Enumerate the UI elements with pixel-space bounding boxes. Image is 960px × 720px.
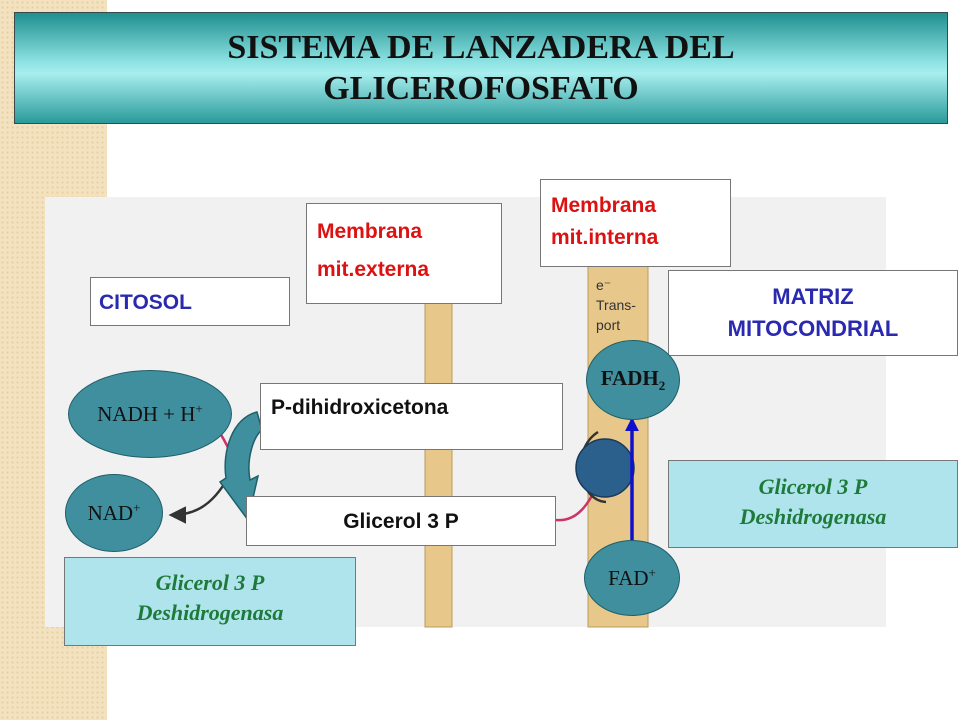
inner-membrane-label-line-2: mit.interna [551, 226, 659, 249]
glycerol-3-phosphate-label: Glicerol 3 P [343, 510, 459, 533]
outer-membrane-label-line-1: Membrana [317, 220, 423, 243]
matrix-label-line-2: MITOCONDRIAL [727, 316, 899, 341]
enzyme-box-left: Glicerol 3 P Deshidrogenasa [64, 557, 356, 646]
dihydroxyacetone-phosphate-box: P-dihidroxicetona [260, 383, 563, 450]
citosol-label: CITOSOL [90, 277, 290, 326]
nad-ellipse: NAD+ [65, 474, 163, 552]
enzyme-left-line-1: Glicerol 3 P [155, 570, 265, 595]
enzyme-left-line-2: Deshidrogenasa [136, 600, 284, 625]
matrix-label-line-1: MATRIZ [772, 284, 854, 309]
nadh-ellipse: NADH + H+ [68, 370, 232, 458]
citosol-text: CITOSOL [99, 291, 192, 314]
matrix-label: MATRIZ MITOCONDRIAL [668, 270, 958, 356]
nad-arrow [168, 469, 234, 524]
title-line-2: GLICEROFOSFATO [323, 70, 639, 107]
fadh2-ellipse: FADH2 [586, 340, 680, 420]
inner-membrane-label-line-1: Membrana [551, 194, 657, 217]
transport-label-2: Trans- [596, 297, 636, 313]
reduction-arrow [218, 411, 263, 522]
fad-ellipse: FAD+ [584, 540, 680, 616]
outer-membrane-label: Membrana mit.externa [306, 203, 502, 304]
page-title: SISTEMA DE LANZADERA DEL GLICEROFOSFATO [14, 12, 948, 124]
nadh-label: NADH + H+ [97, 401, 203, 426]
membrane-protein [575, 438, 635, 498]
inner-membrane-label: Membrana mit.interna [540, 179, 731, 267]
fadh2-label: FADH2 [600, 365, 666, 394]
outer-membrane-label-line-2: mit.externa [317, 258, 430, 281]
title-line-1: SISTEMA DE LANZADERA DEL [227, 29, 735, 66]
glycerol-3-phosphate-box: Glicerol 3 P [246, 496, 556, 546]
dihydroxyacetone-phosphate-label: P-dihidroxicetona [271, 396, 449, 419]
transport-label-3: port [596, 317, 620, 333]
transport-label-1: e⁻ [596, 277, 611, 293]
enzyme-box-right: Glicerol 3 P Deshidrogenasa [668, 460, 958, 548]
outer-membrane [424, 289, 453, 628]
enzyme-right-line-1: Glicerol 3 P [758, 474, 868, 499]
enzyme-right-line-2: Deshidrogenasa [739, 504, 887, 529]
nad-label: NAD+ [87, 500, 141, 525]
fad-label: FAD+ [608, 565, 656, 590]
